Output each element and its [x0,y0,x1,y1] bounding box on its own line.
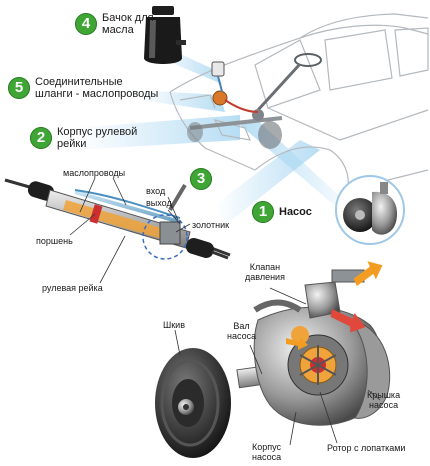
label-valve: золотник [192,220,230,230]
badge-5: 5 [8,77,30,99]
callout-valve-unit: 3 [190,168,212,190]
badge-3: 3 [190,168,212,190]
pump-cutaway-image [155,269,391,458]
callout-pump: 1 Насос [252,201,312,223]
label-rotor: Ротор с лопатками [327,443,406,453]
callout-reservoir-text: Бачок для масла [102,12,154,36]
label-shaft: Вал насоса [227,321,257,341]
callout-hoses-text: Соединительные шланги - маслопроводы [35,76,159,100]
leader-lines [69,177,381,446]
callout-rack-housing: 2 Корпус рулевой рейки [30,126,137,150]
pump-photo [335,175,405,245]
badge-1: 1 [252,201,274,223]
label-pulley: Шкив [163,320,185,330]
label-piston: поршень [36,236,73,246]
badge-2: 2 [30,127,52,149]
oil-flow-arrows [286,261,383,350]
callout-rack-housing-text: Корпус рулевой рейки [57,126,138,150]
label-cover: Крышка насоса [367,390,401,410]
oil-reservoir-image [144,6,186,64]
label-hoses: маслопроводы [63,168,126,178]
label-rack: рулевая рейка [42,283,103,293]
label-housing: Корпус насоса [252,442,282,462]
label-pressure-valve: Клапан давления [245,262,285,282]
callout-pump-text: Насос [279,206,312,218]
steering-rack-image [4,178,231,260]
label-inlet: вход [146,186,166,196]
callout-reservoir: 4 Бачок для масла [75,12,154,36]
car-steering-system [187,53,322,149]
callout-hoses: 5 Соединительные шланги - маслопроводы [8,76,158,100]
badge-4: 4 [75,13,97,35]
label-outlet: выход [146,198,172,208]
